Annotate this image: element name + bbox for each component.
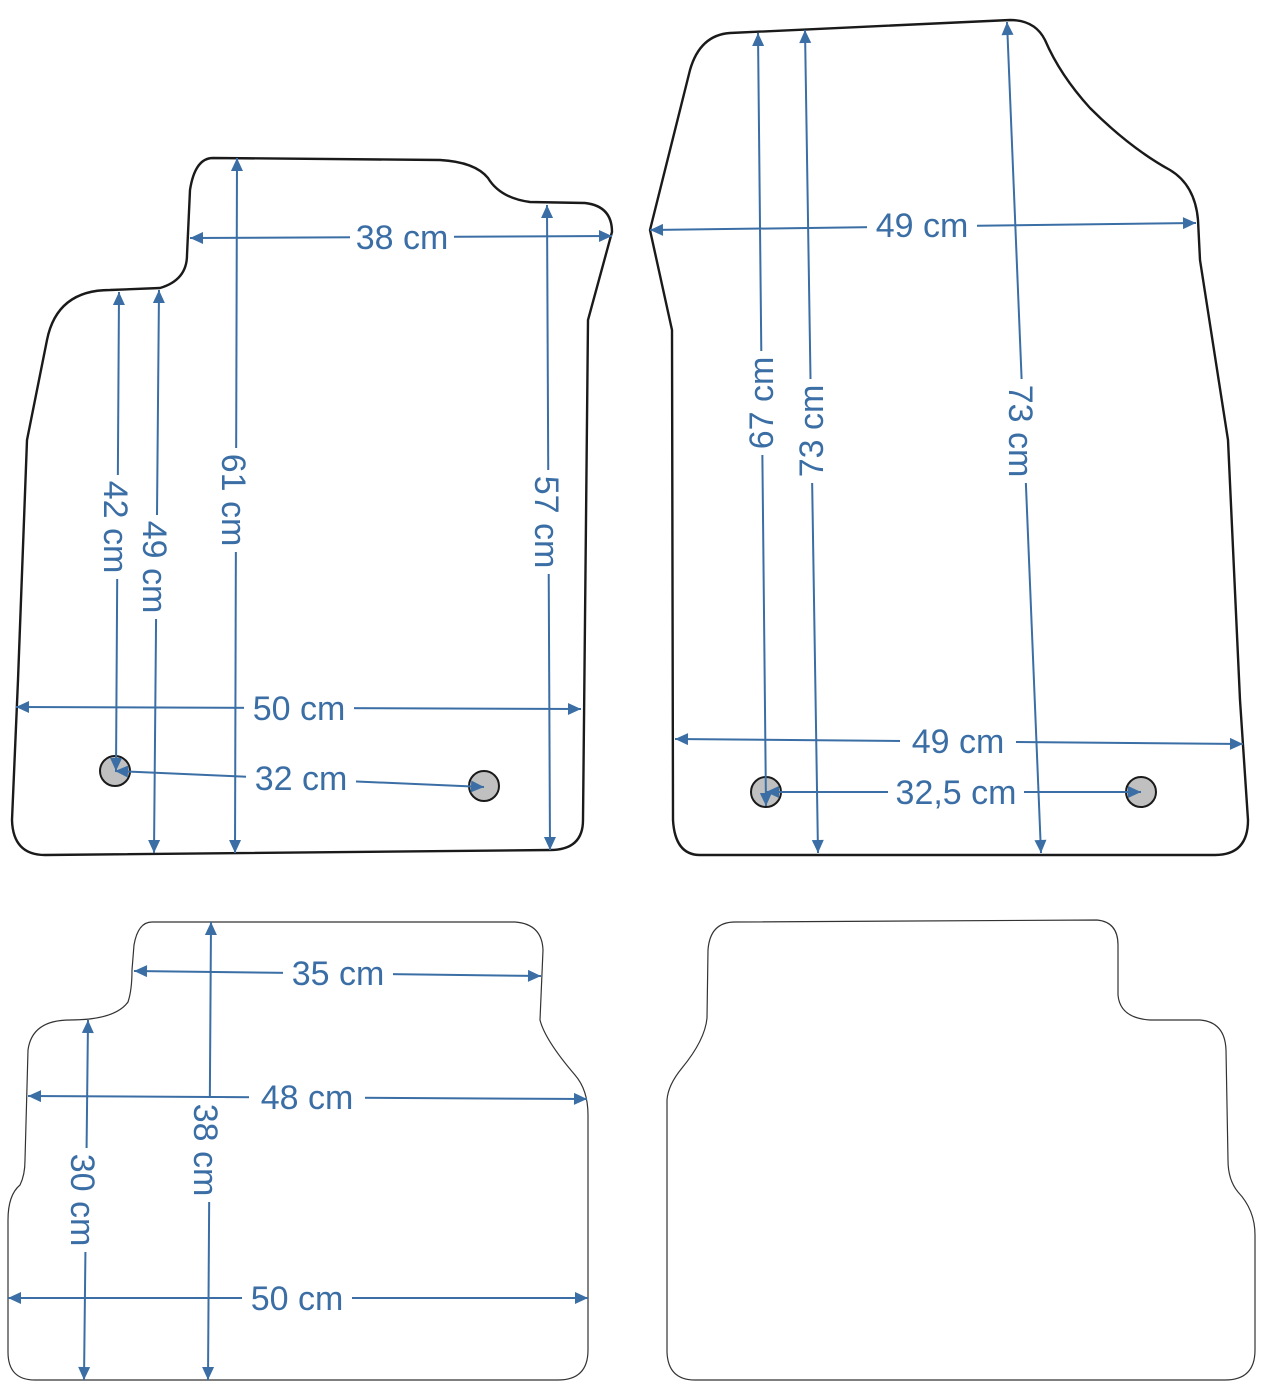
rl-width-bottom-arrow-end	[575, 1292, 588, 1304]
fl-width-bottom-arrow-end	[567, 702, 581, 715]
fl-clip-spacing-arrow-end	[470, 780, 484, 793]
fl-height-3-arrow-end	[229, 839, 242, 853]
fr-clip-spacing-label: 32,5 cm	[896, 774, 1017, 812]
fl-height-2-arrow-end	[148, 839, 161, 853]
fl-width-bottom-arrow-start	[16, 701, 30, 714]
rl-width-top-label: 35 cm	[292, 955, 385, 993]
fr-height-2-arrow-end	[811, 839, 824, 853]
rl-height-2-arrow-end	[202, 1366, 215, 1380]
rl-height-1-arrow-end	[78, 1366, 91, 1380]
rl-height-1-arrow-start	[81, 1020, 94, 1034]
fr-height-2-arrow-start	[799, 30, 812, 44]
fr-height-1-arrow-end	[759, 792, 772, 806]
fr-width-top-label: 49 cm	[876, 207, 969, 245]
rl-width-middle-arrow-end	[573, 1092, 587, 1105]
fr-width-top-arrow-start	[650, 223, 664, 236]
rear-right-mat-outline	[666, 919, 1256, 1381]
fl-height-1-label: 42 cm	[96, 481, 134, 574]
fr-clip-spacing-arrow-start	[766, 786, 779, 798]
fl-width-top-arrow-start	[190, 231, 204, 244]
rear-left-mat-outline	[7, 921, 589, 1381]
fl-height-4-arrow-end	[543, 836, 556, 850]
rl-width-bottom-arrow-start	[8, 1292, 21, 1304]
fl-height-1-arrow-start	[112, 292, 125, 306]
rl-height-2-label: 38 cm	[186, 1104, 224, 1197]
fr-clip-spacing-arrow-end	[1128, 786, 1141, 798]
rl-height-2-arrow-start	[204, 922, 217, 936]
fl-height-2-label: 49 cm	[135, 521, 173, 614]
fr-height-3-label: 73 cm	[1001, 385, 1039, 478]
dimension-labels: 38 cm 50 cm 32 cm 42 cm 49 cm 61 cm 57 c…	[62, 206, 1040, 1319]
fr-width-top-arrow-end	[1182, 217, 1196, 230]
fl-clip-spacing-arrow-start	[115, 765, 129, 778]
rl-width-bottom-label: 50 cm	[251, 1280, 344, 1318]
fl-width-bottom-label: 50 cm	[253, 690, 346, 728]
fl-width-top-label: 38 cm	[356, 219, 449, 257]
rl-width-middle-label: 48 cm	[261, 1079, 354, 1117]
rl-width-top-arrow-end	[527, 969, 541, 982]
fr-height-3-arrow-start	[1001, 22, 1014, 36]
front-left-mat-outline	[10, 156, 614, 857]
fr-width-bottom-label: 49 cm	[912, 723, 1005, 761]
fl-height-2-arrow-start	[152, 290, 165, 304]
fr-height-1-label: 67 cm	[743, 357, 781, 450]
fl-height-3-arrow-start	[230, 158, 243, 172]
rl-height-1-label: 30 cm	[63, 1154, 101, 1247]
fl-height-1-arrow-end	[110, 757, 123, 771]
fr-width-bottom-arrow-end	[1229, 737, 1243, 750]
fl-height-4-arrow-start	[541, 205, 554, 219]
fl-height-4-label: 57 cm	[527, 476, 565, 569]
fr-height-2-label: 73 cm	[793, 385, 831, 478]
rl-width-middle-arrow-start	[28, 1090, 42, 1103]
fl-width-top-arrow-end	[598, 230, 612, 243]
rl-width-top-arrow-start	[134, 965, 148, 978]
fr-height-1-arrow-start	[752, 33, 765, 47]
fr-height-3-arrow-end	[1034, 839, 1047, 853]
fr-width-bottom-arrow-start	[675, 733, 689, 746]
fl-height-3-label: 61 cm	[214, 454, 252, 547]
fl-clip-spacing-label: 32 cm	[255, 760, 348, 798]
